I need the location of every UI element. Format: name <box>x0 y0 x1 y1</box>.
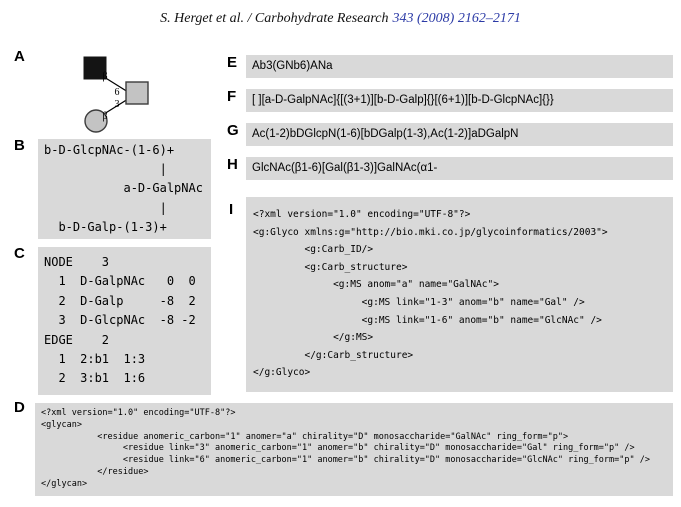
panel-label-c: C <box>14 245 25 262</box>
running-head-citation-link[interactable]: 343 (2008) 2162–2171 <box>392 11 521 26</box>
panel-label-d: D <box>14 399 25 416</box>
gal-shaded-circle-icon <box>84 109 108 133</box>
panel-label-b: B <box>14 137 25 154</box>
linkage-line-beta6 <box>103 76 129 93</box>
panel-h-text-box: GlcNAc(β1-6)[Gal(β1-3)]GalNAc(α1- <box>246 157 673 180</box>
anomer-label-bottom: β <box>102 111 107 122</box>
panel-d-xml-box: <?xml version="1.0" encoding="UTF-8"?> <… <box>35 403 673 496</box>
panel-label-a: A <box>14 48 25 65</box>
panel-c-text-box: NODE 3 1 D-GalpNAc 0 0 2 D-Galp -8 2 3 D… <box>38 247 211 395</box>
panel-label-i: I <box>229 201 234 218</box>
glcnac-filled-square-icon <box>83 56 107 80</box>
panel-b-text-box: b-D-GlcpNAc-(1-6)+ | a-D-GalpNAc | b-D-G… <box>38 139 211 239</box>
position-label-top: 6 <box>115 87 120 98</box>
glycan-structure-diagram: β 6 β 3 <box>83 56 149 133</box>
galnac-shaded-square-icon <box>125 81 149 105</box>
panel-g-text-box: Ac(1-2)bDGlcpN(1-6)[bDGalp(1-3),Ac(1-2)]… <box>246 123 673 146</box>
running-head: S. Herget et al. / Carbohydrate Research… <box>0 11 681 27</box>
running-head-text: S. Herget et al. / Carbohydrate Research <box>160 11 389 26</box>
panel-label-e: E <box>227 54 238 71</box>
panel-label-h: H <box>227 156 238 173</box>
position-label-bottom: 3 <box>115 99 120 110</box>
panel-label-g: G <box>227 122 239 139</box>
panel-label-f: F <box>227 88 237 105</box>
anomer-label-top: β <box>102 71 107 82</box>
panel-f-text-box: [ ][a-D-GalpNAc]{[(3+1)][b-D-Galp]{}[(6+… <box>246 89 673 112</box>
panel-e-text-box: Ab3(GNb6)ANa <box>246 55 673 78</box>
panel-i-xml-box: <?xml version="1.0" encoding="UTF-8"?> <… <box>246 197 673 392</box>
linkage-line-beta3 <box>103 98 129 115</box>
